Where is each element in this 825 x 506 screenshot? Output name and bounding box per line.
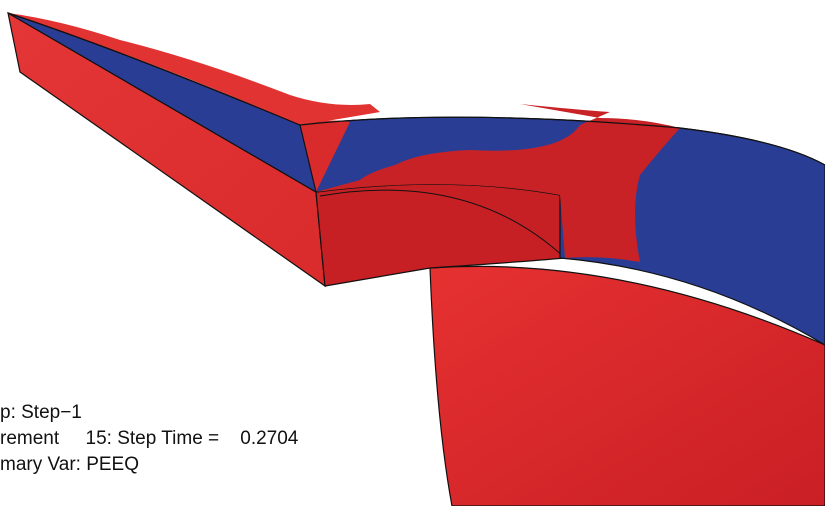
contour-top-red-main	[316, 104, 680, 262]
primary-var-label: mary Var: PEEQ	[0, 454, 140, 475]
section-arc	[319, 189, 566, 259]
slab-ridge-edge	[7, 12, 301, 126]
slab-vertical-edge	[299, 124, 317, 193]
contour-top-red-strip	[300, 120, 350, 192]
step-label: p: Step−1	[0, 402, 82, 423]
slab-top-edge	[299, 116, 825, 166]
increment-label: rement 15: Step Time = 0.2704	[0, 428, 299, 449]
status-legend: p: Step−1 rement 15: Step Time = 0.2704 …	[0, 0, 298, 475]
contour-top-red-left	[8, 13, 380, 125]
curved-body-face	[429, 265, 825, 506]
